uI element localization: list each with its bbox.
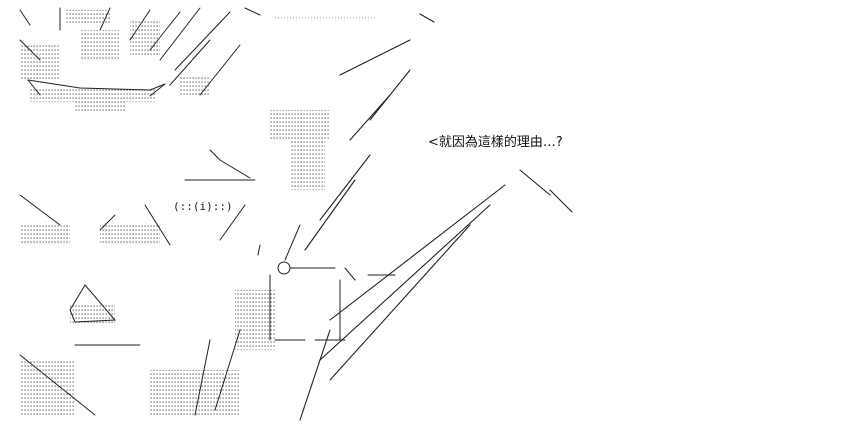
sticker-group: (::(i)::) <box>173 200 233 213</box>
figure-outline <box>19 149 396 416</box>
dotted-blocks-upper <box>20 10 210 112</box>
chevron-shape <box>27 79 166 97</box>
caption-text: <就因為這樣的理由…? <box>428 135 563 150</box>
sticker-text: (::(i)::) <box>173 200 233 213</box>
figure-body <box>20 110 330 415</box>
diagonal-strokes <box>299 13 573 421</box>
